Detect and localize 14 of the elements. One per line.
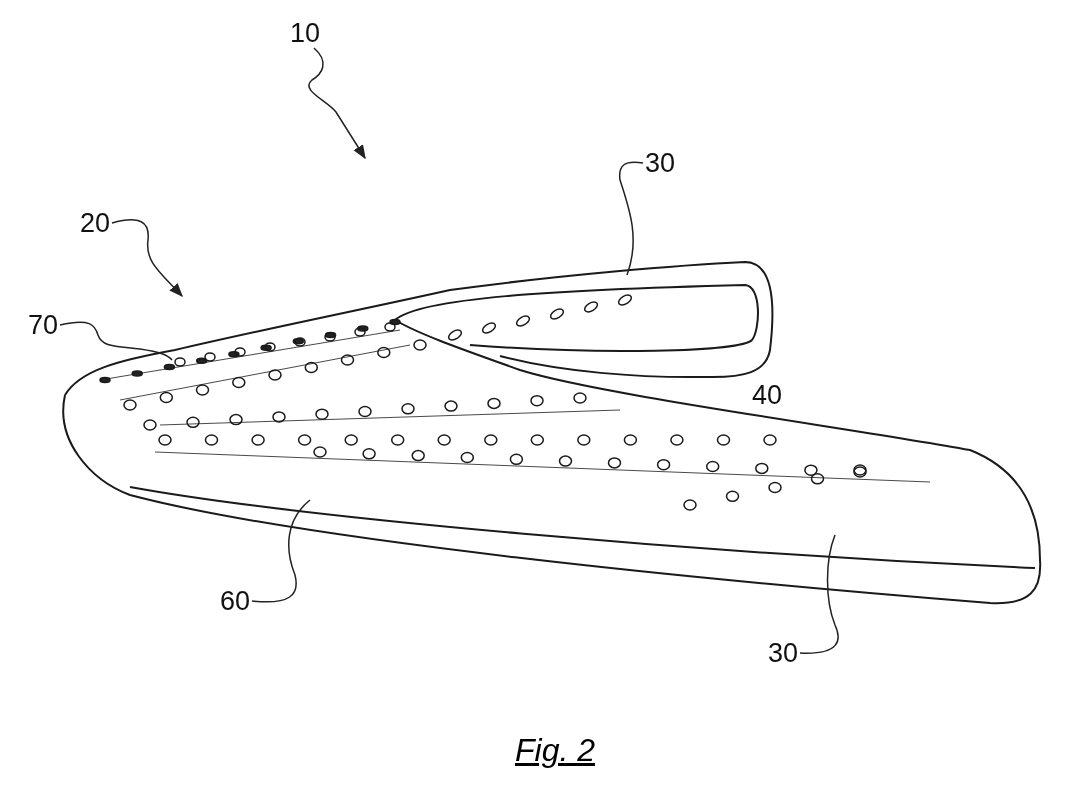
reference-numeral: 40 <box>752 380 783 410</box>
reference-arrow <box>308 47 366 160</box>
reference-numeral: 10 <box>290 18 321 48</box>
reference-numeral: 30 <box>645 148 676 178</box>
reference-numeral: 70 <box>28 310 59 340</box>
reference-arrow <box>111 219 183 297</box>
figure-caption: Fig. 2 <box>515 732 596 769</box>
reference-numeral: 20 <box>80 208 111 238</box>
leader-line <box>251 499 311 603</box>
leader-line <box>799 534 839 654</box>
leader-line <box>59 321 173 361</box>
reference-numeral: 60 <box>220 586 251 616</box>
reference-numeral: 30 <box>768 638 799 668</box>
leader-line <box>618 161 644 276</box>
